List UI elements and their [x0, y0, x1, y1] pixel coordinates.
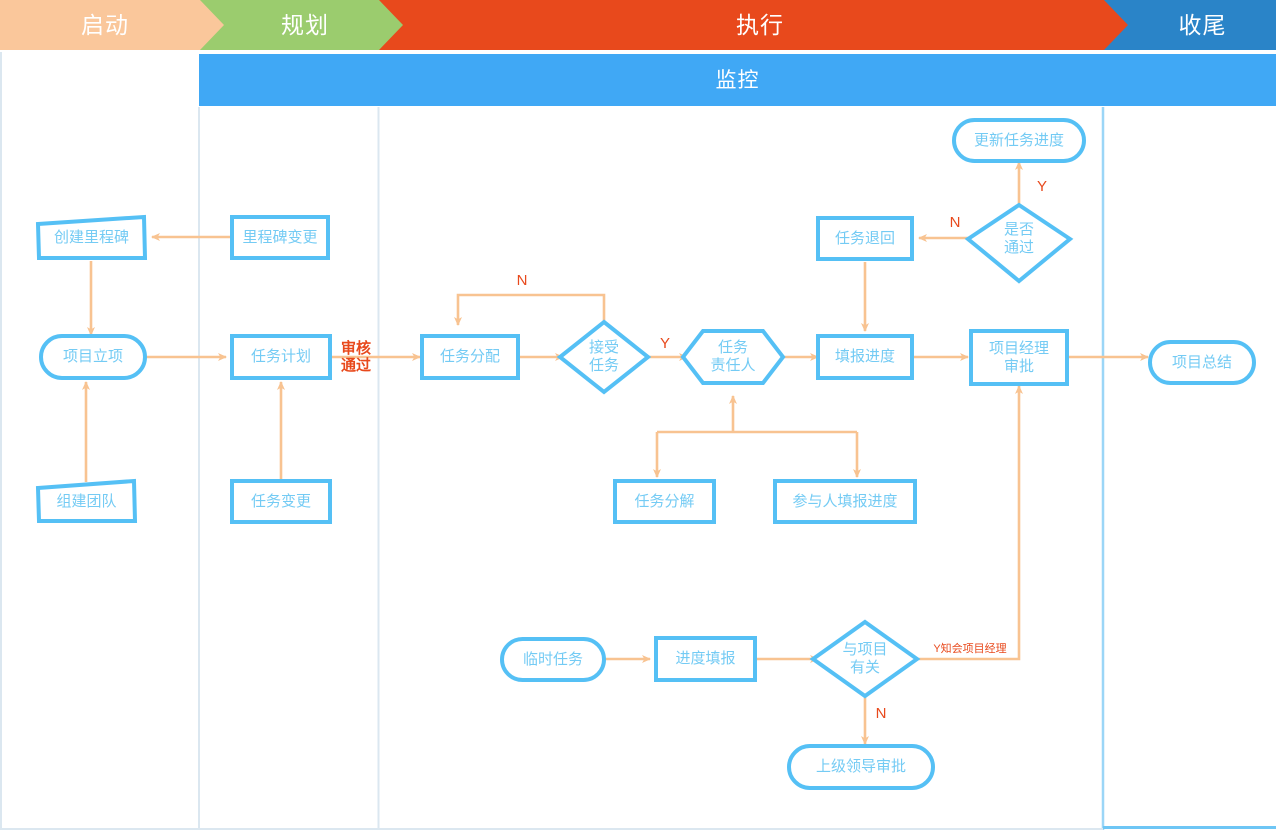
monitor-band — [199, 54, 1276, 106]
node-shape-leader-approval[interactable] — [787, 744, 935, 790]
phase-band-close — [1104, 0, 1276, 50]
swimlane-frame — [0, 52, 1276, 830]
node-shape-project-summary[interactable] — [1148, 340, 1256, 385]
node-shape-participant-progress[interactable] — [773, 479, 917, 524]
edge-accept-no-loop — [454, 293, 606, 326]
node-shape-task-owner[interactable] — [680, 329, 786, 385]
node-shape-task-return[interactable] — [816, 216, 914, 261]
node-shape-project-initiation[interactable] — [39, 334, 147, 380]
node-shape-build-team[interactable] — [35, 478, 138, 523]
phase-band-initiate — [0, 0, 230, 50]
phase-band-execute — [379, 0, 1134, 50]
node-shape-task-change[interactable] — [230, 479, 332, 524]
node-shape-update-task-progress[interactable] — [952, 118, 1086, 163]
edge-related-yes-to-pm-approval — [913, 385, 1023, 661]
node-shape-accept-task[interactable] — [556, 319, 652, 395]
node-shape-create-milestone[interactable] — [35, 214, 148, 260]
connectors — [82, 161, 1149, 745]
phase-header-bands — [0, 0, 1276, 50]
node-shape-report-progress[interactable] — [816, 334, 914, 380]
node-shape-progress-fill[interactable] — [654, 636, 757, 682]
node-shapes — [35, 118, 1256, 790]
node-shape-pm-approval[interactable] — [969, 329, 1069, 386]
node-shape-task-assign[interactable] — [420, 334, 520, 380]
phase-band-plan — [200, 0, 409, 50]
node-shape-milestone-change[interactable] — [230, 215, 330, 260]
node-shape-task-breakdown[interactable] — [613, 479, 716, 524]
node-shape-temp-task[interactable] — [500, 637, 606, 682]
node-shape-is-approved[interactable] — [964, 202, 1074, 284]
node-shape-task-plan[interactable] — [230, 334, 332, 380]
node-shape-project-related[interactable] — [809, 619, 921, 699]
